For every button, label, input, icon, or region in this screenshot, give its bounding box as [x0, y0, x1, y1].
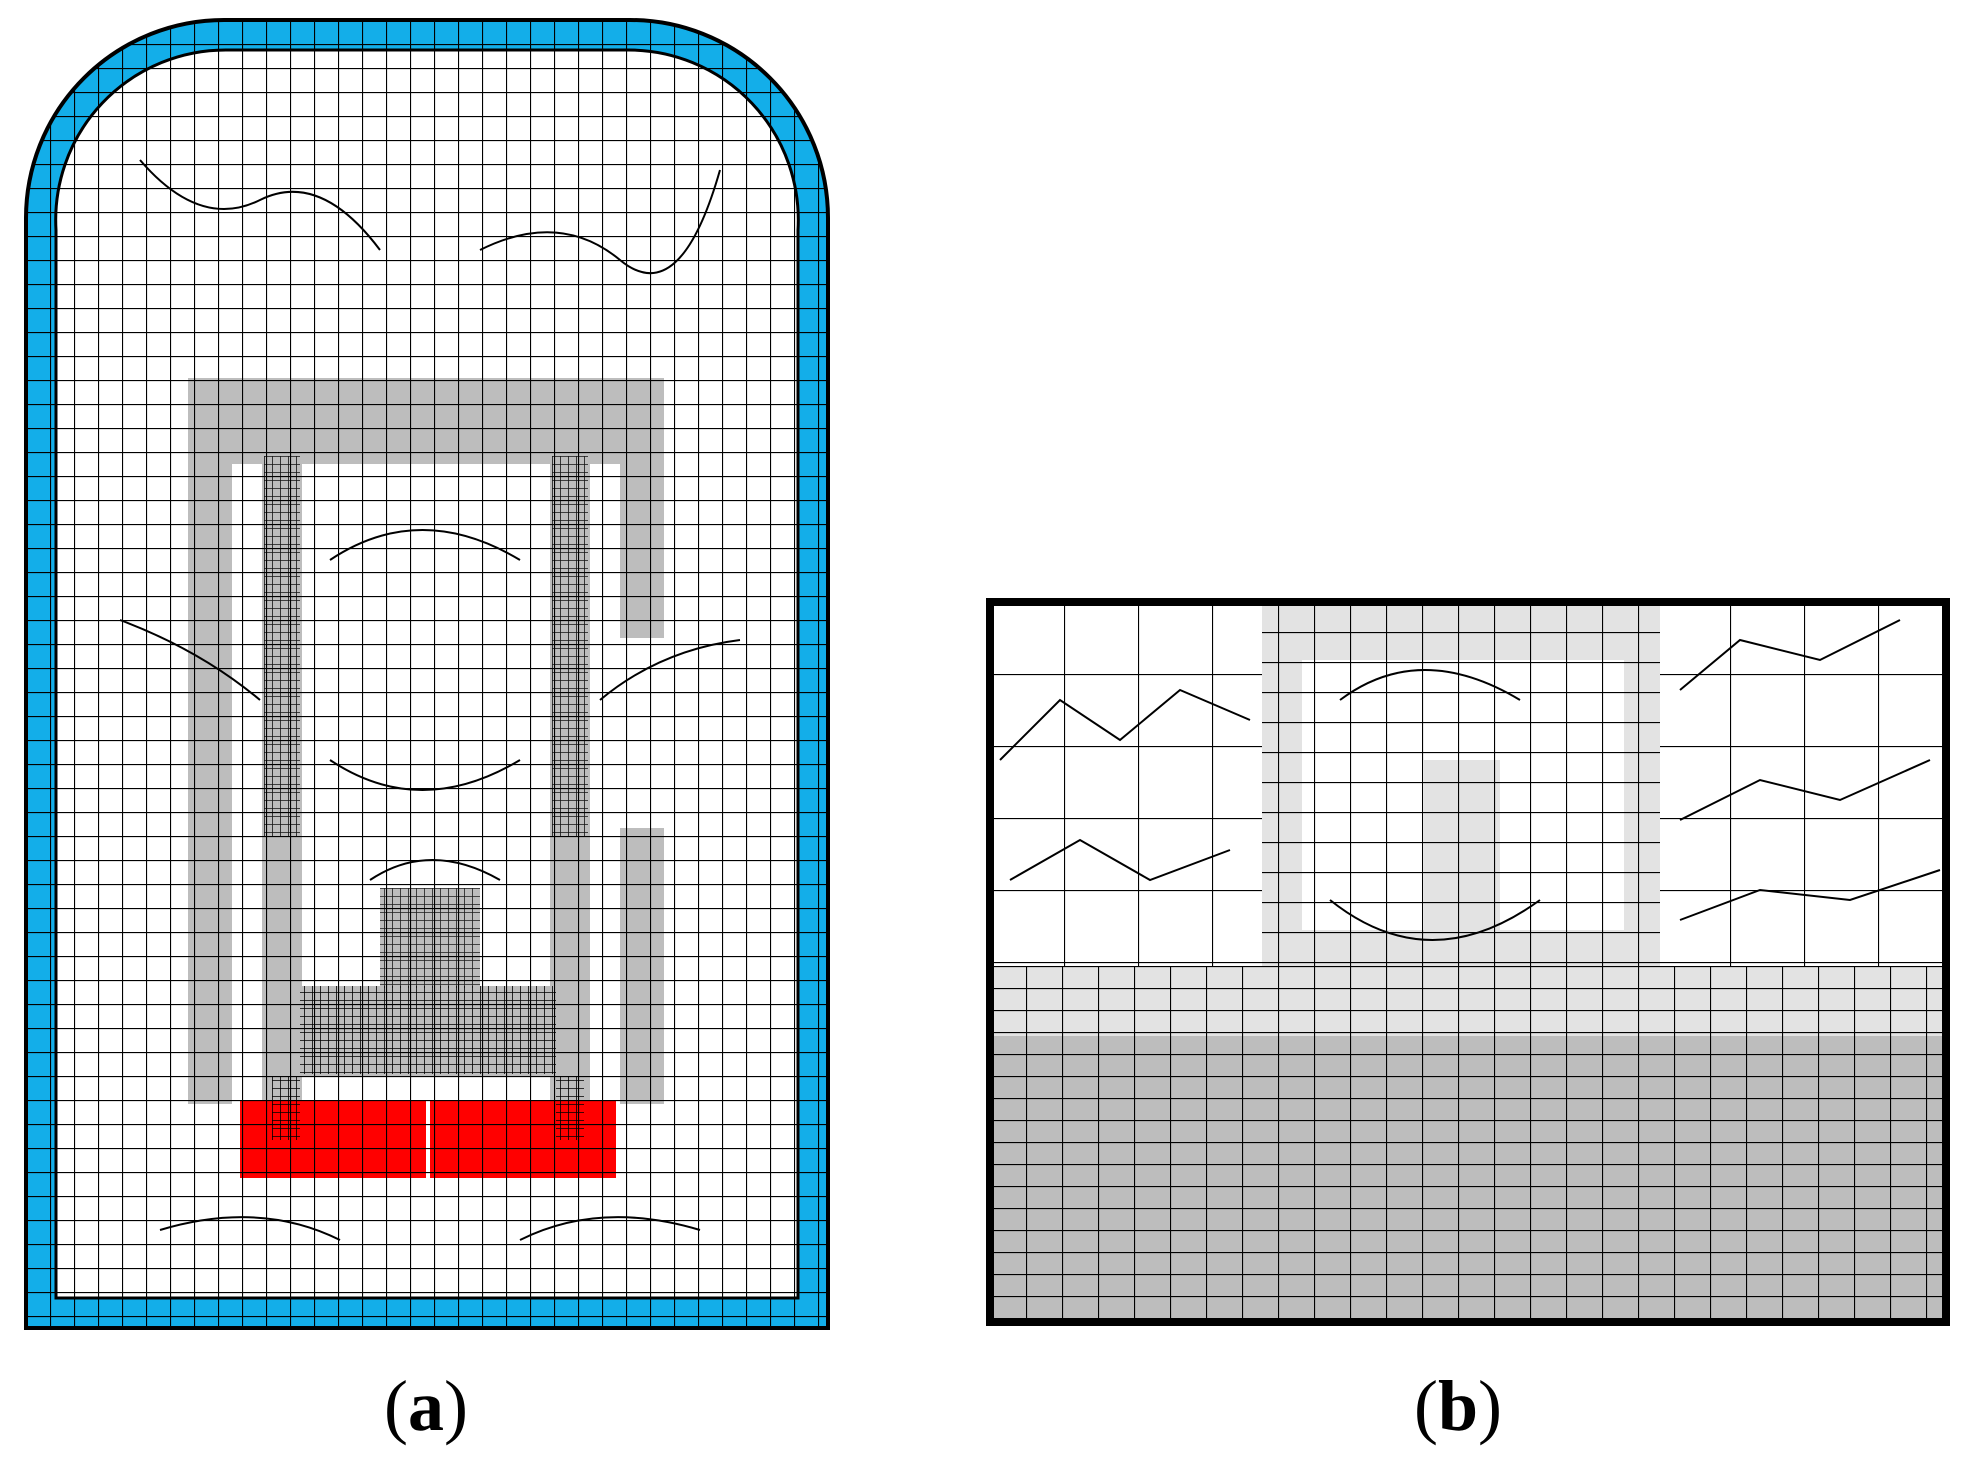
- panel-a-mesh: [24, 18, 830, 1330]
- light-region: [1262, 606, 1660, 966]
- mesh-distortion-lines: [119, 159, 741, 1241]
- panel-b-mesh: [986, 598, 1950, 1326]
- panel-label-b: (b): [1414, 1366, 1503, 1446]
- refined-mesh-zones: [264, 456, 588, 1140]
- mesh-distortion-lines-b: [999, 619, 1941, 941]
- panel-label-a: (a): [384, 1366, 468, 1446]
